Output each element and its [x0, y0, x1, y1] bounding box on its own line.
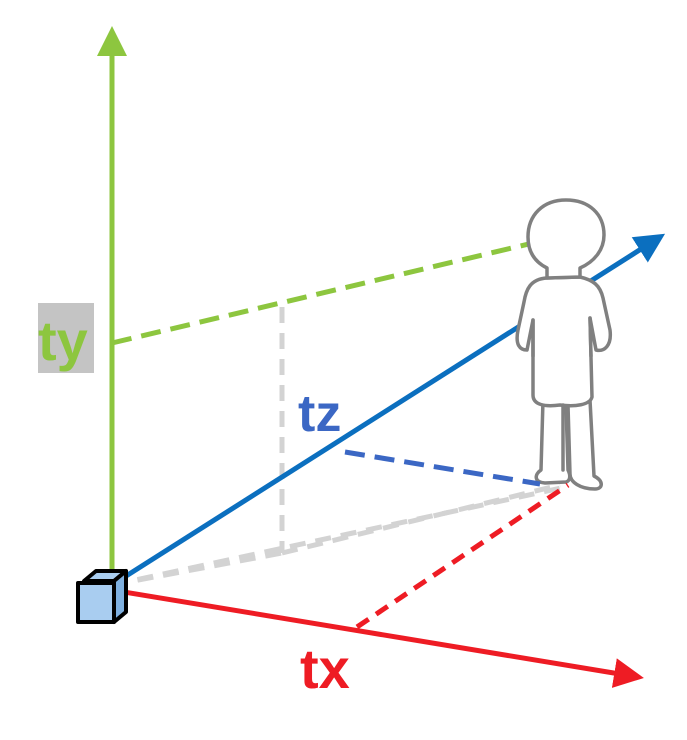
person-figure-icon: [515, 198, 613, 491]
x-axis: [111, 587, 644, 688]
floor-projection-guides: [111, 307, 567, 588]
ty-projection-line: [111, 235, 555, 346]
ty-label: ty: [38, 309, 88, 372]
camera-cube-icon: [76, 569, 128, 624]
tz-projection-line: [344, 449, 541, 487]
tz-label: tz: [298, 385, 341, 443]
tx-projection-line: [355, 482, 570, 630]
projection-to-feet-guide: [281, 482, 561, 556]
tx-label: tx: [300, 637, 350, 700]
ty-label-background: [38, 303, 94, 373]
